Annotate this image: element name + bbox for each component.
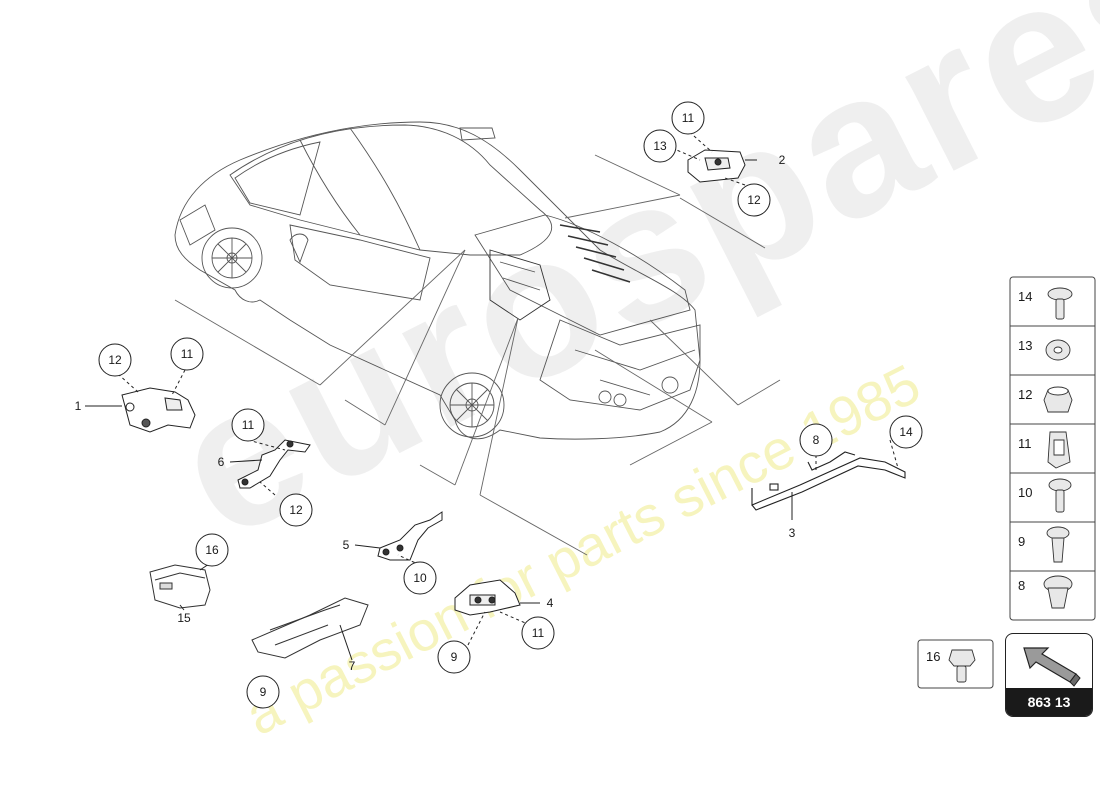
callout-9a: 9	[451, 650, 458, 664]
part-6-bracket	[237, 439, 311, 489]
part-3-support-bar	[751, 451, 906, 511]
hardware-item-number: 8	[1018, 578, 1025, 593]
callout-circle-10	[403, 561, 437, 595]
callout-circle-11b	[231, 408, 265, 442]
callout-14: 14	[899, 425, 913, 439]
part-7-heat-shield	[251, 597, 369, 659]
callout-circle-11d	[521, 616, 555, 650]
callout-15: 15	[177, 611, 191, 625]
car-illustration	[174, 121, 701, 440]
callout-5: 5	[343, 538, 350, 552]
screw-icon	[1046, 526, 1070, 563]
callout-circle-12c	[737, 183, 771, 217]
leader-lines	[174, 154, 781, 556]
callout-circle-16	[195, 533, 229, 567]
callout-circle-9b	[246, 675, 280, 709]
hardware-item-number: 9	[1018, 534, 1025, 549]
callout-8: 8	[813, 433, 820, 447]
callout-12b: 12	[289, 503, 303, 517]
callout-4: 4	[547, 596, 554, 610]
callout-circle-11c	[671, 101, 705, 135]
callout-13: 13	[653, 139, 667, 153]
callout-11b: 11	[242, 418, 255, 432]
reference-number: 863 13	[1006, 688, 1092, 716]
part-1-bracket	[121, 387, 196, 433]
callout-3: 3	[789, 526, 796, 540]
screw-icon	[1048, 478, 1072, 513]
expansion-rivet-icon	[1043, 575, 1073, 609]
callout-circle-12b	[279, 493, 313, 527]
callout-2: 2	[779, 153, 786, 167]
screw-icon	[1047, 287, 1073, 320]
reference-badge: 863 13	[1005, 633, 1093, 717]
part-5-bracket	[377, 511, 443, 561]
hardware-item-number: 16	[926, 649, 940, 664]
bolt-icon	[948, 649, 976, 683]
hardware-single-item: 16	[917, 639, 994, 689]
callout-12c: 12	[747, 193, 761, 207]
hardware-item-number: 14	[1018, 289, 1032, 304]
callout-10: 10	[413, 571, 427, 585]
callout-11a: 11	[181, 347, 194, 361]
callout-circle-11a	[170, 337, 204, 371]
arrow-icon	[1023, 647, 1081, 687]
callout-16: 16	[205, 543, 219, 557]
callout-12a: 12	[108, 353, 122, 367]
callout-circle-14	[889, 415, 923, 449]
nut-icon	[1043, 386, 1073, 413]
washer-icon	[1045, 339, 1071, 361]
callout-7: 7	[349, 659, 356, 673]
part-2-bracket	[687, 149, 746, 183]
part-4-bracket	[454, 579, 521, 616]
callout-11c: 11	[682, 111, 695, 125]
clip-nut-icon	[1047, 431, 1071, 469]
callout-markers	[85, 101, 923, 709]
callout-9b: 9	[260, 685, 267, 699]
callout-11d: 11	[532, 626, 545, 640]
callout-1: 1	[75, 399, 82, 413]
hardware-item-number: 12	[1018, 387, 1032, 402]
callout-circle-8	[799, 423, 833, 457]
callout-circle-13	[643, 129, 677, 163]
callout-circle-9a	[437, 640, 471, 674]
hardware-item-number: 10	[1018, 485, 1032, 500]
hardware-panel: 14 13 12 11 10 9 8	[1009, 276, 1096, 621]
hardware-item-number: 13	[1018, 338, 1032, 353]
hardware-item-number: 11	[1018, 436, 1032, 451]
part-15-cover	[149, 564, 211, 609]
callout-6: 6	[218, 455, 225, 469]
callout-circle-12a	[98, 343, 132, 377]
